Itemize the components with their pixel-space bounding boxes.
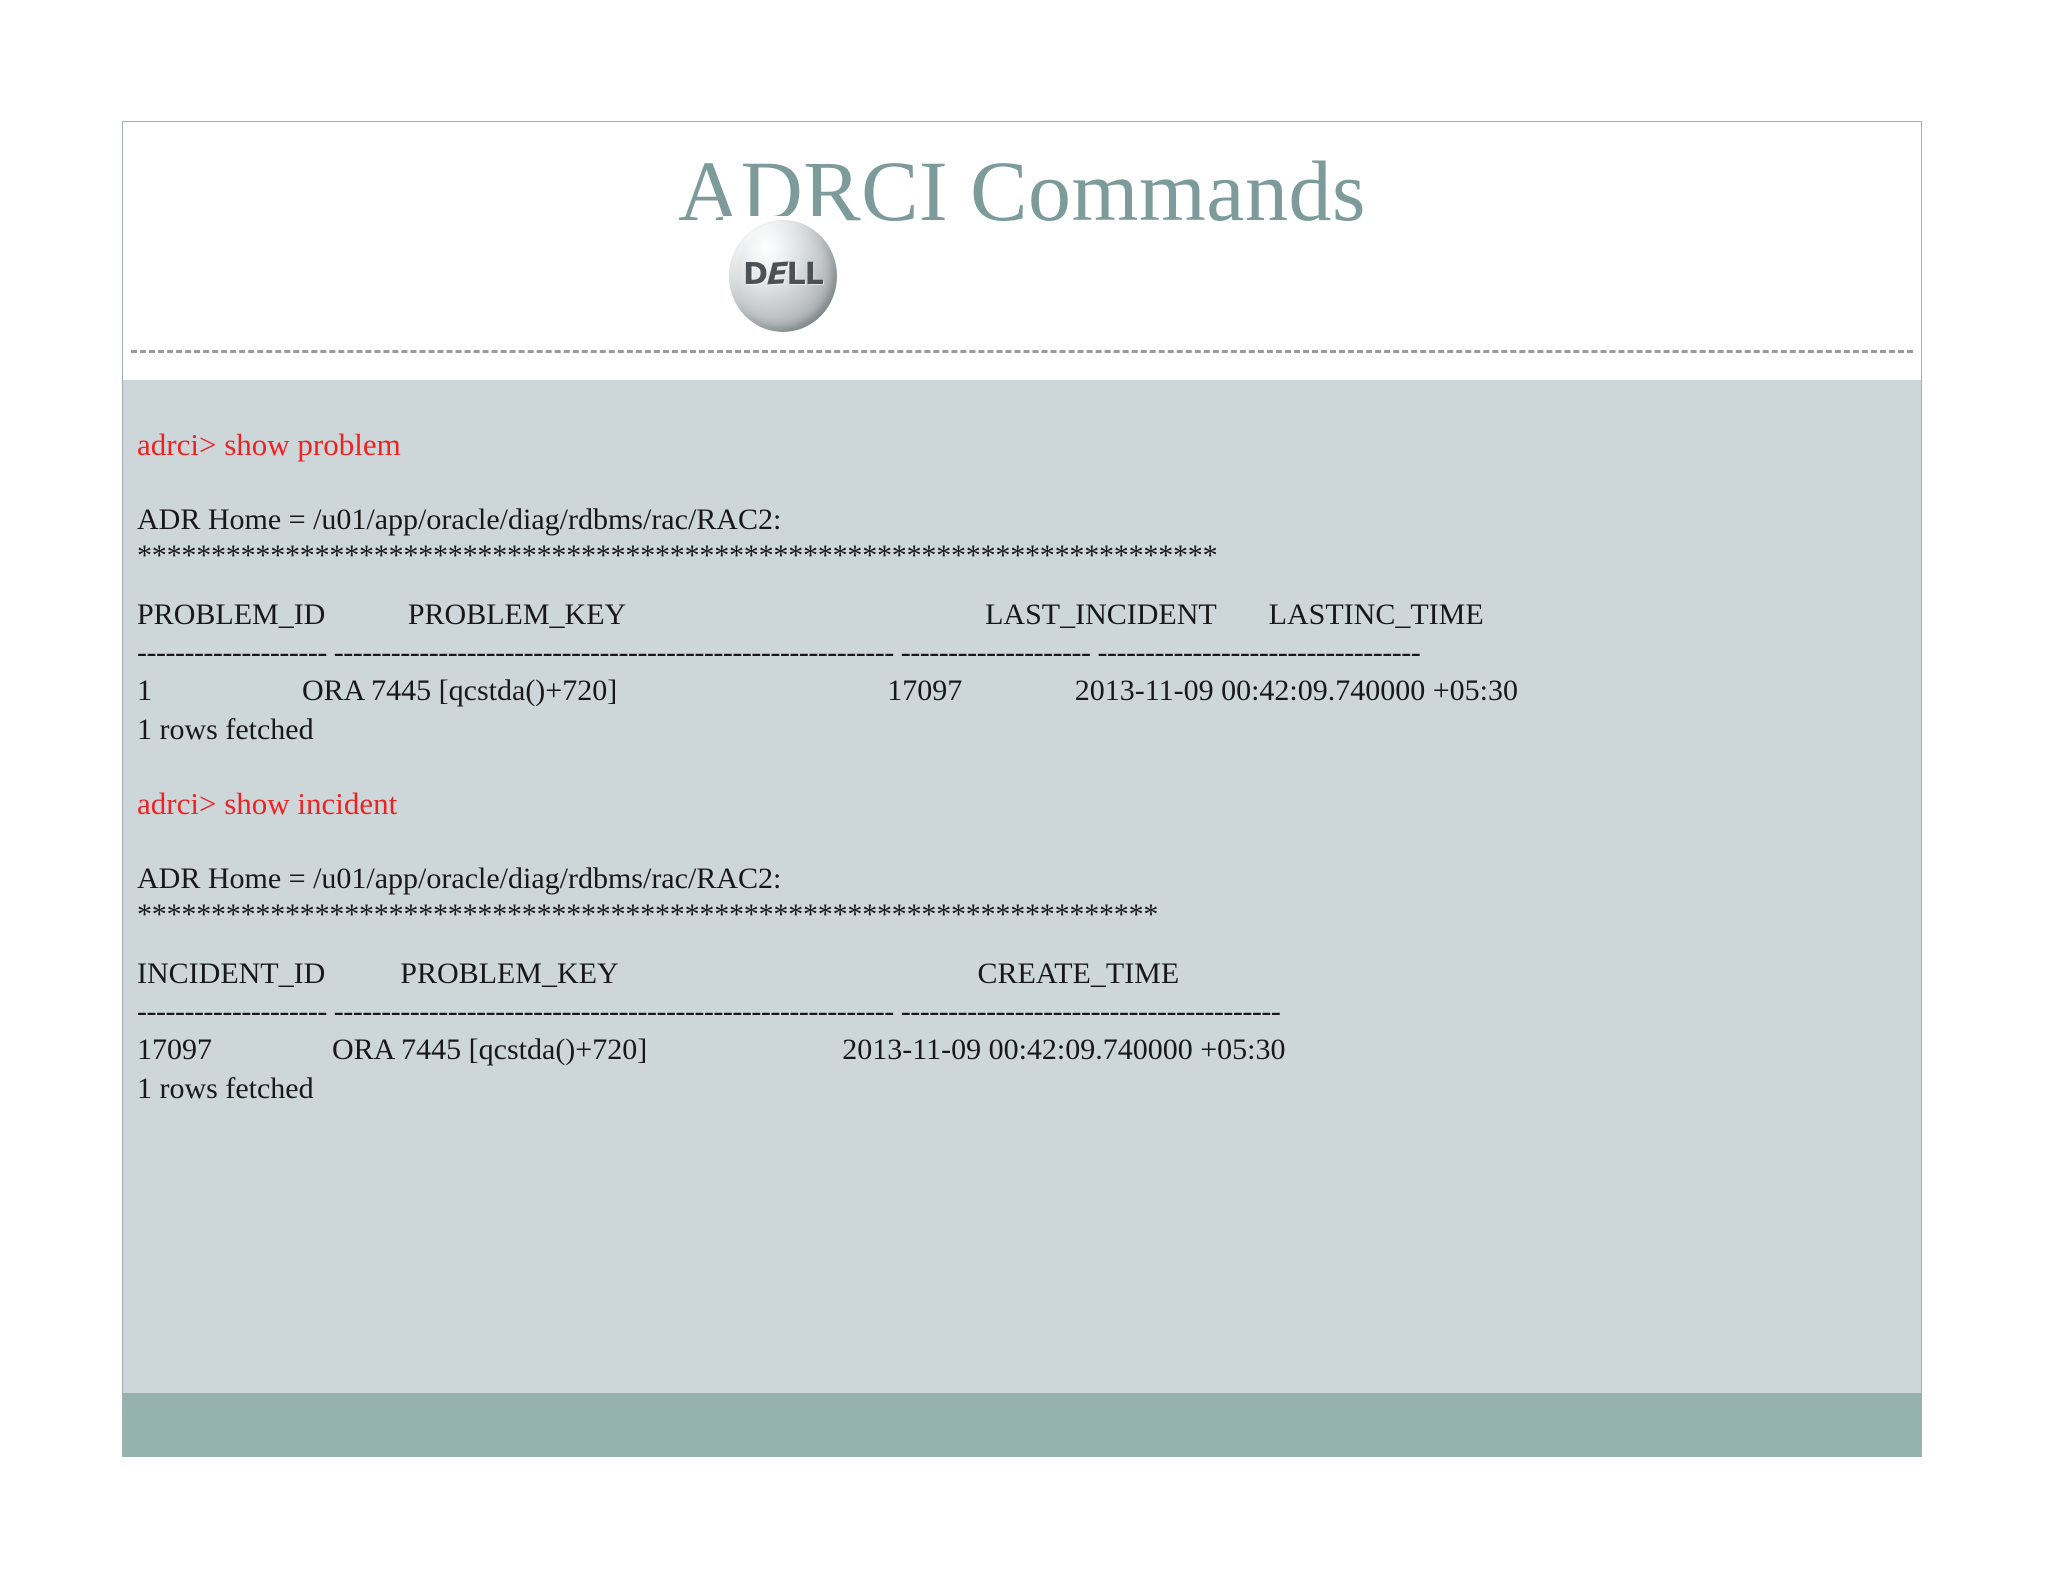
page-title: ADRCI Commands xyxy=(678,143,1366,239)
spacer xyxy=(137,825,1907,859)
table-header-separator-1: -------------------- -------------------… xyxy=(137,636,1421,669)
presentation-slide: ADRCI Commands DELL adrci> show problem … xyxy=(122,121,1922,1457)
adr-home-path-2: ADR Home = /u01/app/oracle/diag/rdbms/ra… xyxy=(137,862,782,895)
spacer xyxy=(137,932,1907,954)
slide-title-zone: ADRCI Commands xyxy=(123,122,1921,380)
table-header-separator-2: -------------------- -------------------… xyxy=(137,995,1281,1028)
rows-fetched-1: 1 rows fetched xyxy=(137,713,314,746)
spacer xyxy=(137,749,1907,783)
command-prompt-show-incident: adrci> show incident xyxy=(137,786,398,821)
star-separator-2: ****************************************… xyxy=(137,898,1159,931)
dell-logo-letter-d: D xyxy=(743,257,768,292)
command-prompt-show-problem: adrci> show problem xyxy=(137,427,401,462)
adr-home-path-1: ADR Home = /u01/app/oracle/diag/rdbms/ra… xyxy=(137,503,782,536)
spacer xyxy=(137,573,1907,595)
dell-logo-wordmark: DELL xyxy=(723,256,843,292)
dell-logo: DELL xyxy=(723,216,843,336)
dell-logo-letters-ll: LL xyxy=(786,257,824,292)
rows-fetched-2: 1 rows fetched xyxy=(137,1072,314,1105)
slide-footer-band xyxy=(123,1393,1921,1457)
console-output-area: adrci> show problem ADR Home = /u01/app/… xyxy=(123,380,1921,1393)
star-separator-1: ****************************************… xyxy=(137,539,1218,572)
spacer xyxy=(137,466,1907,500)
table-header-row-2: INCIDENT_ID PROBLEM_KEY CREATE_TIME xyxy=(137,957,1180,990)
table-row: 1 ORA 7445 [qcstda()+720] 17097 2013-11-… xyxy=(137,674,1518,707)
title-divider xyxy=(131,350,1913,353)
dell-logo-disc xyxy=(729,220,837,332)
table-header-row-1: PROBLEM_ID PROBLEM_KEY LAST_INCIDENT LAS… xyxy=(137,598,1484,631)
table-row: 17097 ORA 7445 [qcstda()+720] 2013-11-09… xyxy=(137,1033,1286,1066)
